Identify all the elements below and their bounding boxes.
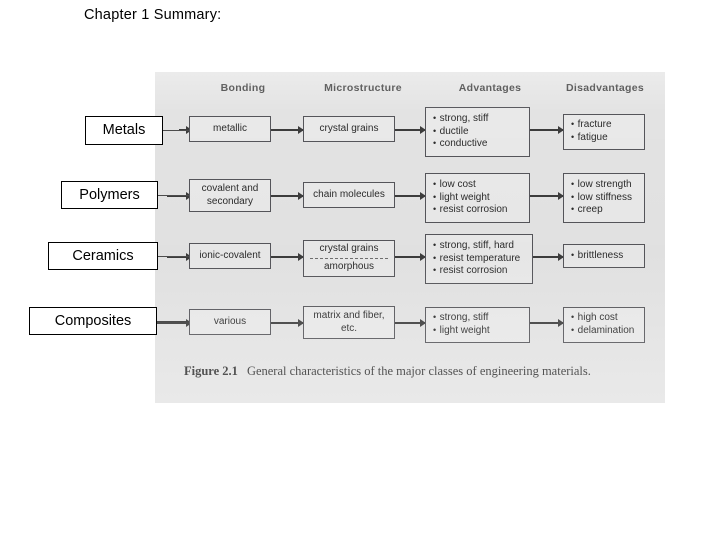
label-connector-ceramics — [158, 256, 189, 258]
advantage-item: resist corrosion — [433, 265, 532, 278]
class-label-composites: Composites — [29, 307, 157, 335]
box-composites-disadvantages: high cost delamination — [563, 307, 645, 343]
box-polymers-bonding: covalent and secondary — [189, 179, 271, 212]
box-ceramics-disadvantages: brittleness — [563, 244, 645, 268]
box-composites-bonding-text: various — [213, 315, 247, 327]
box-metals-microstructure: crystal grains — [303, 116, 395, 142]
class-label-metals: Metals — [85, 116, 163, 145]
class-label-metals-text: Metals — [102, 122, 146, 139]
class-label-ceramics: Ceramics — [48, 242, 158, 270]
figure-caption-number: Figure 2.1 — [184, 364, 238, 378]
box-ceramics-microstructure-bottom: amorphous — [323, 261, 375, 273]
advantage-item: resist corrosion — [433, 204, 529, 217]
box-ceramics-advantages: strong, stiff, hard resist temperature r… — [425, 234, 533, 284]
box-polymers-bonding-line1: covalent and — [201, 182, 259, 194]
advantage-item: strong, stiff — [433, 312, 529, 325]
advantage-item: strong, stiff, hard — [433, 240, 532, 253]
disadvantage-item: fracture — [571, 119, 644, 132]
advantage-item: resist temperature — [433, 253, 532, 266]
arrow-composites-in — [155, 322, 191, 324]
box-ceramics-bonding: ionic-covalent — [189, 243, 271, 269]
box-composites-bonding: various — [189, 309, 271, 335]
disadvantage-item: low stiffness — [571, 192, 644, 205]
box-polymers-microstructure: chain molecules — [303, 182, 395, 208]
disadvantage-item: creep — [571, 204, 644, 217]
arrow-composites-adv-to-disadv — [530, 322, 563, 324]
column-header-advantages: Advantages — [458, 82, 522, 94]
box-divider — [310, 258, 388, 259]
column-header-bonding: Bonding — [220, 82, 266, 94]
figure-image-panel: Bonding Microstructure Advantages Disadv… — [155, 72, 665, 403]
box-metals-bonding-text: metallic — [213, 122, 247, 134]
advantage-item: ductile — [433, 126, 529, 139]
box-ceramics-bonding-text: ionic-covalent — [199, 249, 261, 261]
box-metals-advantages: strong, stiff ductile conductive — [425, 107, 530, 157]
box-polymers-disadvantages: low strength low stiffness creep — [563, 173, 645, 223]
box-composites-microstructure: matrix and fiber, etc. — [303, 306, 395, 339]
box-polymers-bonding-line2: secondary — [206, 195, 254, 207]
box-composites-advantages: strong, stiff light weight — [425, 307, 530, 343]
arrow-polymers-bonding-to-micro — [271, 195, 303, 197]
box-metals-disadvantages: fracture fatigue — [563, 114, 645, 150]
box-polymers-microstructure-text: chain molecules — [313, 188, 385, 200]
class-label-composites-text: Composites — [54, 312, 132, 329]
class-label-polymers: Polymers — [61, 181, 158, 209]
column-header-microstructure: Microstructure — [324, 82, 402, 94]
advantage-item: light weight — [433, 192, 529, 205]
box-composites-microstructure-line2: etc. — [340, 322, 358, 334]
arrow-metals-bonding-to-micro — [271, 129, 303, 131]
advantage-item: light weight — [433, 325, 529, 338]
disadvantage-item: brittleness — [571, 250, 644, 263]
advantage-item: conductive — [433, 138, 529, 151]
disadvantage-item: high cost — [571, 312, 644, 325]
column-header-disadvantages: Disadvantages — [565, 82, 644, 94]
arrow-metals-micro-to-adv — [395, 129, 425, 131]
disadvantage-item: low strength — [571, 179, 644, 192]
disadvantage-item: delamination — [571, 325, 644, 338]
label-connector-metals — [163, 130, 189, 132]
class-label-ceramics-text: Ceramics — [72, 247, 134, 264]
arrow-polymers-adv-to-disadv — [530, 195, 563, 197]
advantage-item: low cost — [433, 179, 529, 192]
arrow-ceramics-micro-to-adv — [395, 256, 425, 258]
arrow-composites-micro-to-adv — [395, 322, 425, 324]
arrow-composites-bonding-to-micro — [271, 322, 303, 324]
arrow-polymers-micro-to-adv — [395, 195, 425, 197]
figure-caption: Figure 2.1 General characteristics of the… — [184, 364, 591, 379]
box-polymers-advantages: low cost light weight resist corrosion — [425, 173, 530, 223]
box-metals-bonding: metallic — [189, 116, 271, 142]
box-ceramics-microstructure: crystal grains amorphous — [303, 240, 395, 277]
label-connector-composites — [157, 321, 189, 323]
arrow-ceramics-adv-to-disadv — [533, 256, 563, 258]
advantage-item: strong, stiff — [433, 113, 529, 126]
arrow-metals-in — [179, 129, 191, 131]
arrow-metals-adv-to-disadv — [530, 129, 563, 131]
box-metals-microstructure-text: crystal grains — [319, 122, 379, 134]
page-title: Chapter 1 Summary: — [84, 7, 222, 23]
label-connector-polymers — [158, 195, 189, 197]
figure-caption-text: General characteristics of the major cla… — [246, 364, 591, 378]
class-label-polymers-text: Polymers — [79, 186, 140, 203]
box-ceramics-microstructure-top: crystal grains — [319, 243, 379, 254]
arrow-ceramics-bonding-to-micro — [271, 256, 303, 258]
box-composites-microstructure-line1: matrix and fiber, — [313, 309, 385, 321]
disadvantage-item: fatigue — [571, 132, 644, 145]
